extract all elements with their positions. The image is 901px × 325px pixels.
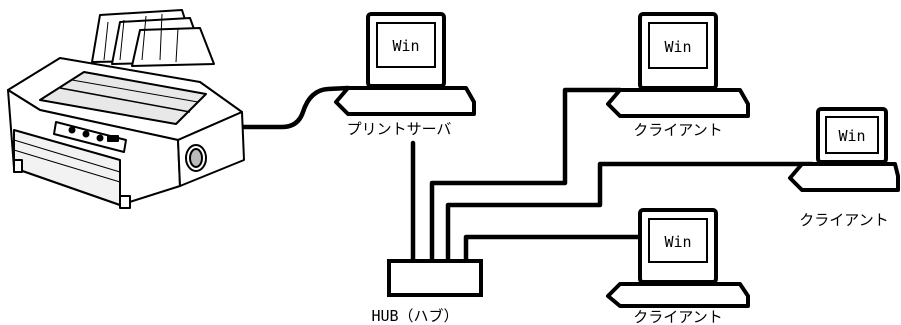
client-computer-icon-3: Win (606, 208, 750, 308)
dot-matrix-printer-icon (7, 9, 245, 209)
hub-box (387, 259, 483, 297)
print-server-computer-icon: Win (334, 12, 476, 116)
network-cables (241, 85, 815, 264)
client-3-label: クライアント (633, 308, 722, 325)
client-computer-icon-2: Win (788, 107, 900, 192)
client-2-label: クライアント (799, 211, 888, 229)
hub-to-client3-cable (463, 234, 643, 264)
client-1-label: クライアント (633, 121, 722, 139)
hub-to-client1-cable (429, 87, 623, 264)
client-2-screen-text: Win (838, 127, 865, 145)
print-server-label: プリントサーバ (347, 120, 452, 138)
client-3-screen-text: Win (664, 233, 691, 251)
printer-to-server-cable (241, 85, 351, 130)
client-computer-icon-1: Win (606, 12, 750, 118)
client-1-screen-text: Win (664, 38, 691, 56)
print-server-screen-text: Win (392, 37, 419, 55)
hub-label: HUB（ハブ） (371, 307, 458, 325)
hub-to-client2-cable (445, 161, 815, 264)
